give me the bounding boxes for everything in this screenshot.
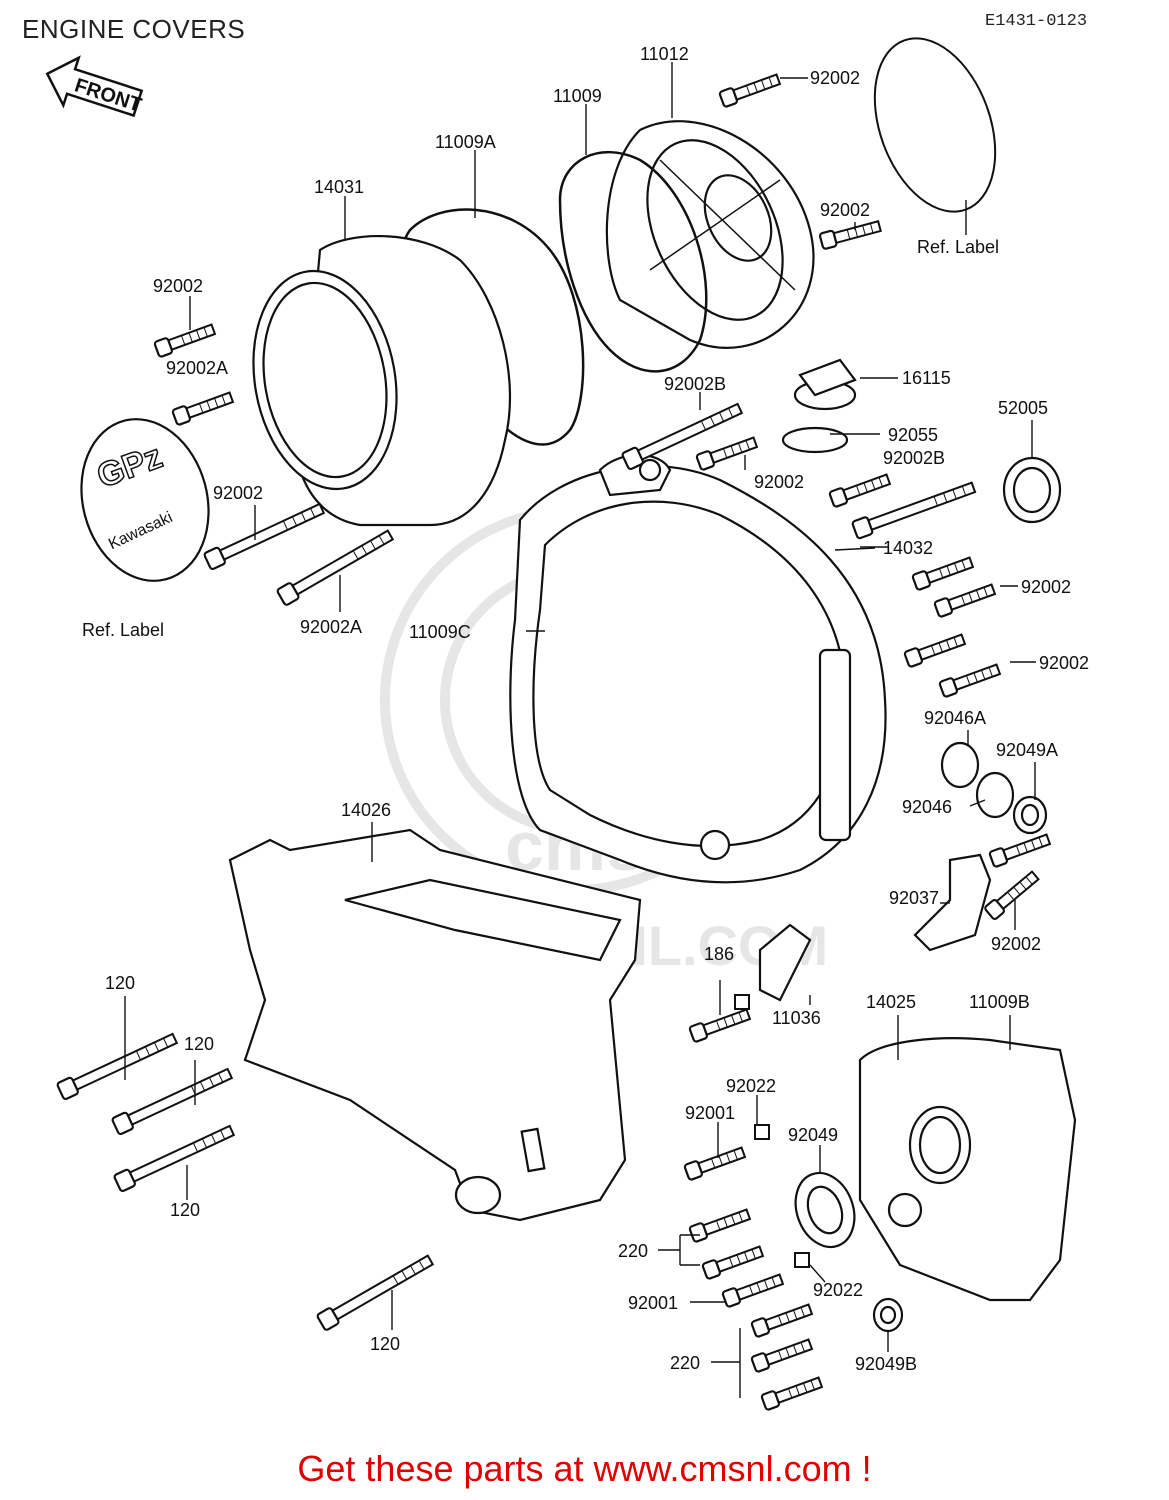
callout-92002-right-low[interactable]: 92002: [1039, 653, 1090, 673]
callout-11009A[interactable]: 11009A: [435, 132, 496, 152]
callout-92055[interactable]: 92055: [888, 425, 939, 445]
cover-14026: [228, 828, 642, 1222]
oil-seal-92049: [794, 1171, 856, 1249]
gpz-label-disc: GPz Kawasaki: [80, 418, 210, 582]
cover-14025: [858, 1037, 1077, 1302]
clamp-11036: [758, 923, 812, 1002]
ref-label-right: Ref. Label: [917, 237, 1000, 257]
callout-11012[interactable]: 11012: [640, 44, 689, 64]
oil-seal-52005: [1002, 456, 1062, 524]
diagram-code: E1431-0123: [985, 12, 1088, 31]
callout-186[interactable]: 186: [704, 944, 735, 964]
callout-92002B-right[interactable]: 92002B: [883, 448, 946, 468]
callout-120-c[interactable]: 120: [170, 1200, 201, 1220]
callout-14032[interactable]: 14032: [883, 538, 934, 558]
bushing-92046A: [940, 741, 980, 789]
callout-92002-left[interactable]: 92002: [153, 276, 204, 296]
callout-120-d[interactable]: 120: [370, 1334, 401, 1354]
page-title: ENGINE COVERS: [22, 14, 246, 44]
ref-label-disc-right: [873, 37, 997, 213]
callout-92022-top[interactable]: 92022: [726, 1076, 777, 1096]
callout-92001-bottom[interactable]: 92001: [628, 1293, 679, 1313]
callout-92002B-top[interactable]: 92002B: [664, 374, 727, 394]
o-ring-92055: [781, 426, 849, 454]
callout-92002-lower-left[interactable]: 92002: [213, 483, 264, 503]
callout-92049[interactable]: 92049: [788, 1125, 839, 1145]
callout-92002-top[interactable]: 92002: [810, 68, 861, 88]
callout-220-top[interactable]: 220: [618, 1241, 649, 1261]
callout-92002-bottom-right[interactable]: 92002: [991, 934, 1042, 954]
callout-14026[interactable]: 14026: [341, 800, 392, 820]
callout-92037[interactable]: 92037: [889, 888, 940, 908]
callout-120-b[interactable]: 120: [184, 1034, 215, 1054]
seal-92049B: [872, 1297, 904, 1333]
callout-120-a[interactable]: 120: [105, 973, 136, 993]
front-arrow: FRONT: [45, 55, 144, 118]
cover-14032: [509, 453, 887, 884]
callout-92049A[interactable]: 92049A: [996, 740, 1059, 760]
callout-92022-bottom[interactable]: 92022: [813, 1280, 864, 1300]
callout-14031[interactable]: 14031: [314, 177, 365, 197]
callout-92002-center[interactable]: 92002: [754, 472, 805, 492]
callout-11009B[interactable]: 11009B: [969, 992, 1030, 1012]
callout-92002A-lower[interactable]: 92002A: [300, 617, 363, 637]
callout-92001-top[interactable]: 92001: [685, 1103, 736, 1123]
bushing-92046: [975, 771, 1015, 819]
cover-11012: [605, 120, 815, 349]
footer-link[interactable]: Get these parts at www.cmsnl.com !: [297, 1448, 872, 1489]
callout-11009[interactable]: 11009: [553, 86, 602, 106]
callout-52005[interactable]: 52005: [998, 398, 1049, 418]
callout-11009C[interactable]: 11009C: [409, 622, 471, 642]
callout-11036[interactable]: 11036: [772, 1008, 821, 1028]
callout-92002A-left[interactable]: 92002A: [166, 358, 229, 378]
callout-14025[interactable]: 14025: [866, 992, 917, 1012]
seal-92049A: [1012, 795, 1048, 835]
callout-16115[interactable]: 16115: [902, 368, 951, 388]
washer-92022-top: [754, 1124, 770, 1140]
cover-14031: [252, 234, 512, 527]
callout-92049B[interactable]: 92049B: [855, 1354, 918, 1374]
ref-label-left: Ref. Label: [82, 620, 165, 640]
callout-92002-right-mid[interactable]: 92002: [1021, 577, 1072, 597]
oil-filler-cap-16115: [793, 358, 857, 411]
bracket-92037: [913, 853, 992, 952]
callout-92046[interactable]: 92046: [902, 797, 953, 817]
leader-lines: [124, 62, 1036, 1398]
washer-186: [734, 994, 750, 1010]
callout-92046A[interactable]: 92046A: [924, 708, 987, 728]
callout-92002-right[interactable]: 92002: [820, 200, 871, 220]
callout-220-bottom[interactable]: 220: [670, 1353, 701, 1373]
gasket-11009: [558, 150, 708, 373]
washer-92022-bottom: [794, 1252, 810, 1268]
